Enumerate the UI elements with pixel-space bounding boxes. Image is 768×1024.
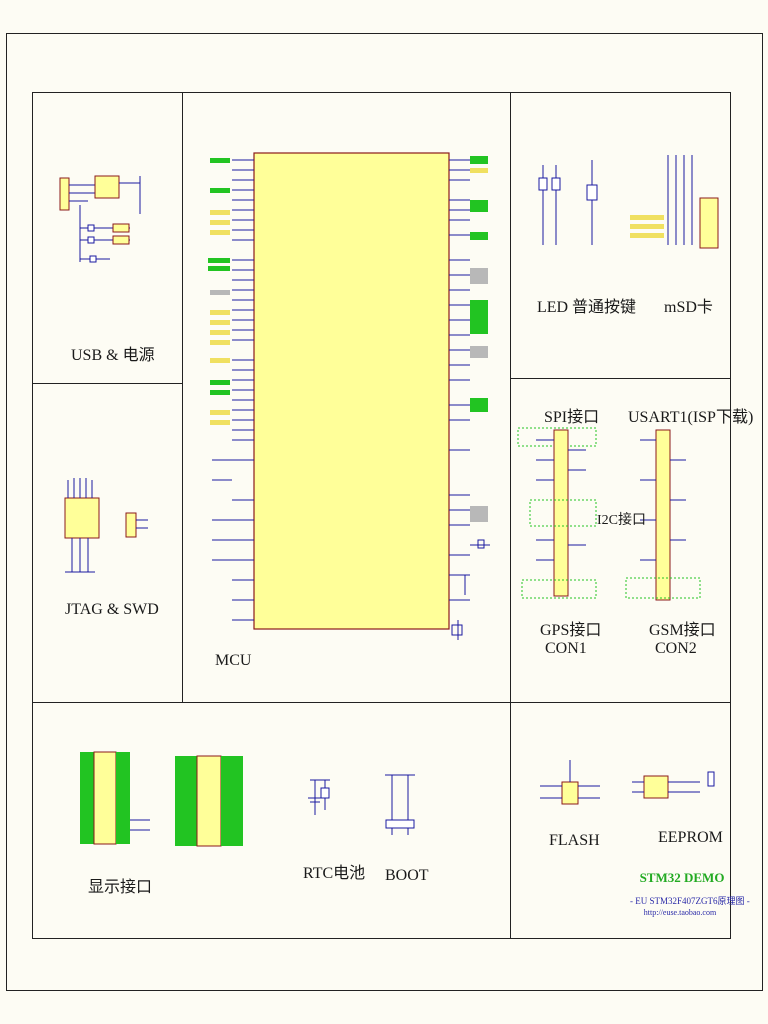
connector-schematic — [517, 427, 701, 601]
gsm-label: GSM接口 — [649, 622, 716, 639]
con1-label: CON1 — [545, 640, 587, 657]
flash-label: FLASH — [549, 832, 600, 849]
mcu-label: MCU — [215, 652, 252, 669]
rtc-label: RTC电池 — [303, 865, 366, 882]
eeprom-label: EEPROM — [658, 829, 723, 846]
jtag-swd-label: JTAG & SWD — [65, 601, 159, 618]
gps-label: GPS接口 — [540, 622, 602, 639]
display-label: 显示接口 — [88, 879, 153, 896]
flash-eeprom-schematic — [540, 760, 715, 805]
credit-title: STM32 DEMO — [639, 870, 725, 885]
rtc-boot-schematic — [308, 774, 415, 835]
i2c-label: I2C接口 — [597, 513, 646, 528]
credit-subtitle: - EU STM32F407ZGT6原理图 - — [630, 896, 750, 906]
boot-label: BOOT — [385, 867, 429, 884]
bottom-right-cell — [510, 702, 731, 939]
outer-frame — [6, 33, 763, 991]
mcu-schematic — [208, 152, 490, 640]
jtag-schematic — [64, 478, 148, 573]
usb-power-label: USB & 电源 — [71, 347, 155, 364]
button-label: 普通按键 — [572, 299, 637, 316]
led-label: LED — [537, 299, 569, 316]
credit-url: http://euse.taobao.com — [643, 908, 717, 917]
display-schematic — [80, 751, 243, 847]
led-button-msd-schematic — [538, 155, 719, 249]
con2-label: CON2 — [655, 640, 697, 657]
msd-label: mSD卡 — [664, 299, 713, 316]
usb-power-schematic — [59, 175, 141, 263]
usart-label: USART1(ISP下载) — [628, 409, 754, 426]
spi-label: SPI接口 — [544, 409, 600, 426]
